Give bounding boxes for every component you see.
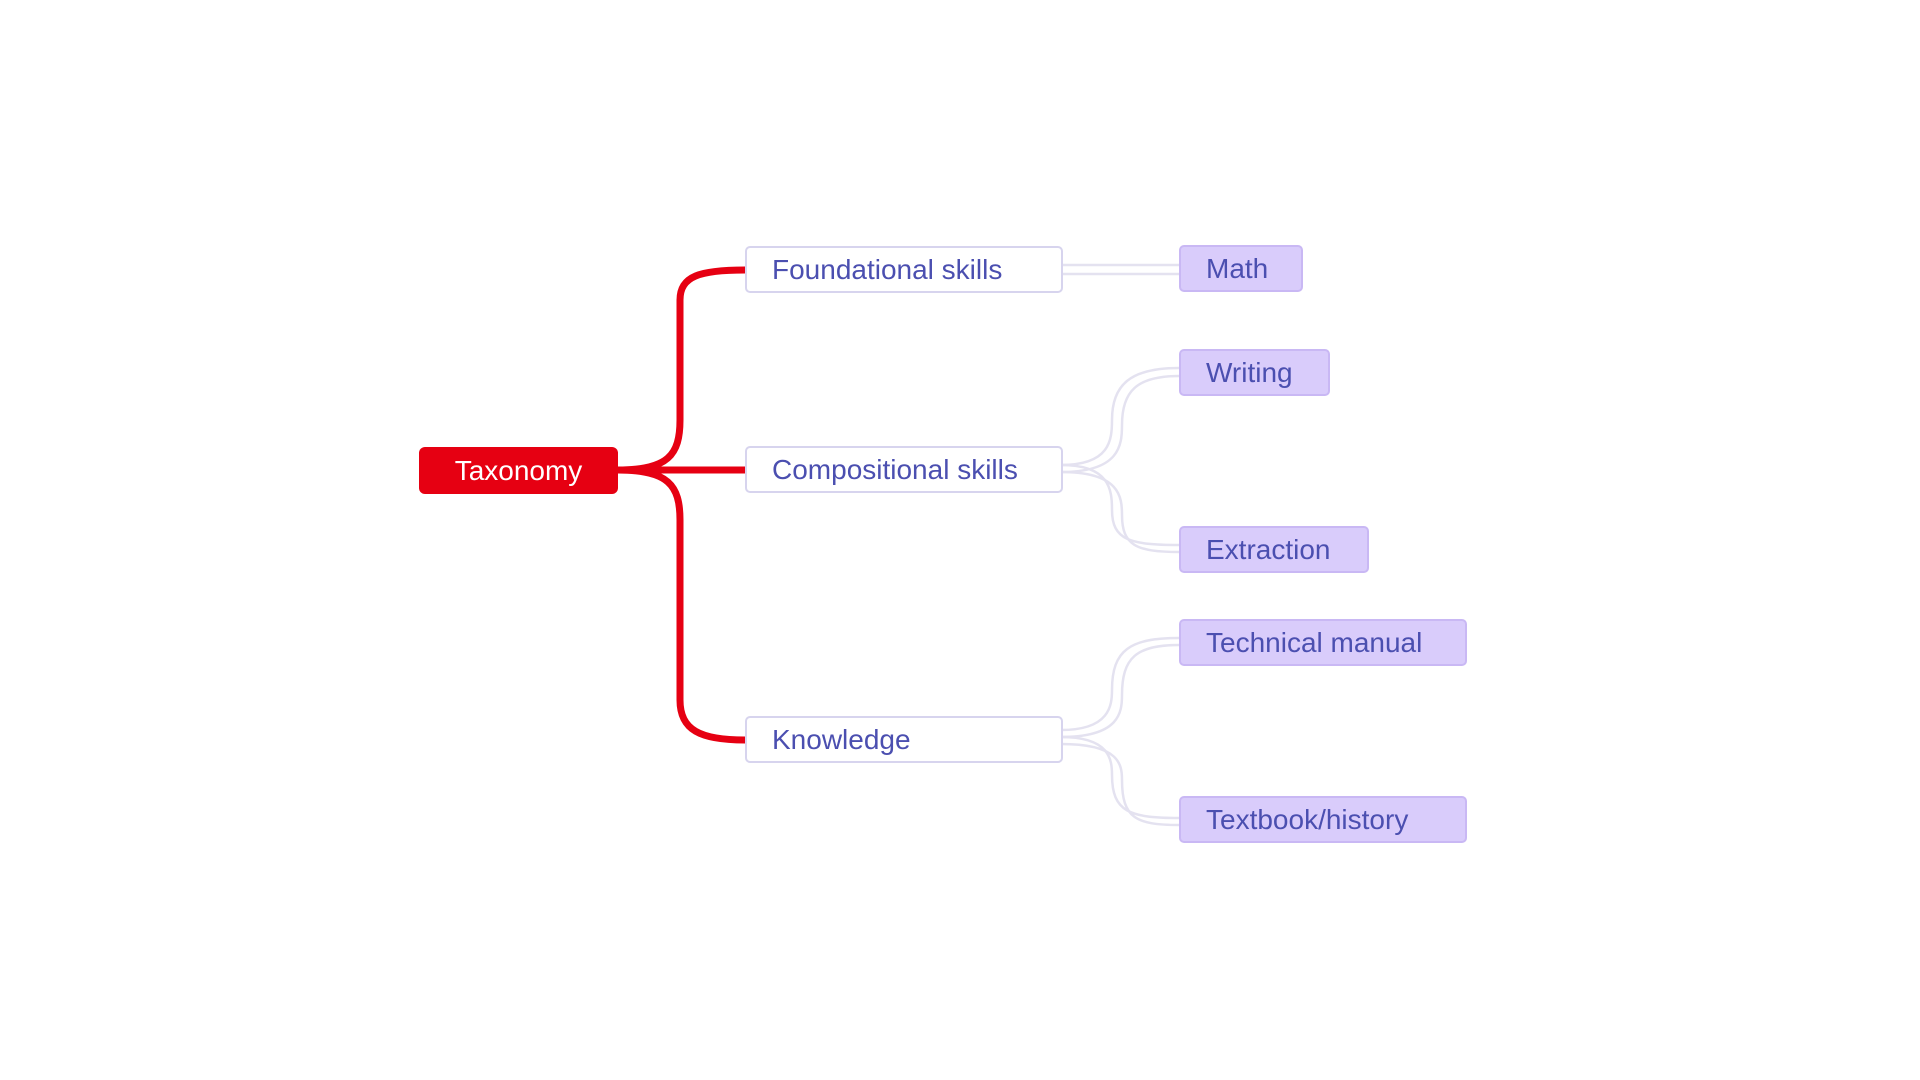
leaf-node-label: Technical manual bbox=[1206, 626, 1423, 658]
connector-root-foundational bbox=[614, 266, 749, 474]
leaf-node-label: Textbook/history bbox=[1206, 803, 1409, 835]
leaf-node-textbook-history[interactable]: Textbook/history bbox=[1179, 796, 1467, 843]
leaf-node-technical-manual[interactable]: Technical manual bbox=[1179, 619, 1467, 666]
connector-compositional-writing bbox=[1060, 366, 1180, 467]
branch-node-label: Knowledge bbox=[772, 723, 911, 755]
branch-node-label: Compositional skills bbox=[772, 453, 1018, 485]
branch-node-knowledge[interactable]: Knowledge bbox=[745, 716, 1063, 763]
leaf-node-label: Math bbox=[1206, 252, 1269, 284]
leaf-node-label: Writing bbox=[1206, 356, 1293, 388]
leaf-node-math[interactable]: Math bbox=[1179, 245, 1303, 292]
root-node-label: Taxonomy bbox=[454, 454, 583, 486]
branch-node-foundational-skills[interactable]: Foundational skills bbox=[745, 246, 1063, 293]
connector-root-knowledge bbox=[614, 466, 749, 744]
connector-compositional-extraction bbox=[1060, 463, 1180, 547]
leaf-node-writing[interactable]: Writing bbox=[1179, 349, 1330, 396]
connector-knowledge-textbook bbox=[1060, 735, 1180, 820]
root-node-taxonomy[interactable]: Taxonomy bbox=[419, 447, 618, 494]
branch-node-label: Foundational skills bbox=[772, 253, 1003, 285]
connector-knowledge-technical bbox=[1060, 636, 1180, 732]
leaf-node-label: Extraction bbox=[1206, 533, 1331, 565]
leaf-node-extraction[interactable]: Extraction bbox=[1179, 526, 1369, 573]
branch-node-compositional-skills[interactable]: Compositional skills bbox=[745, 446, 1063, 493]
